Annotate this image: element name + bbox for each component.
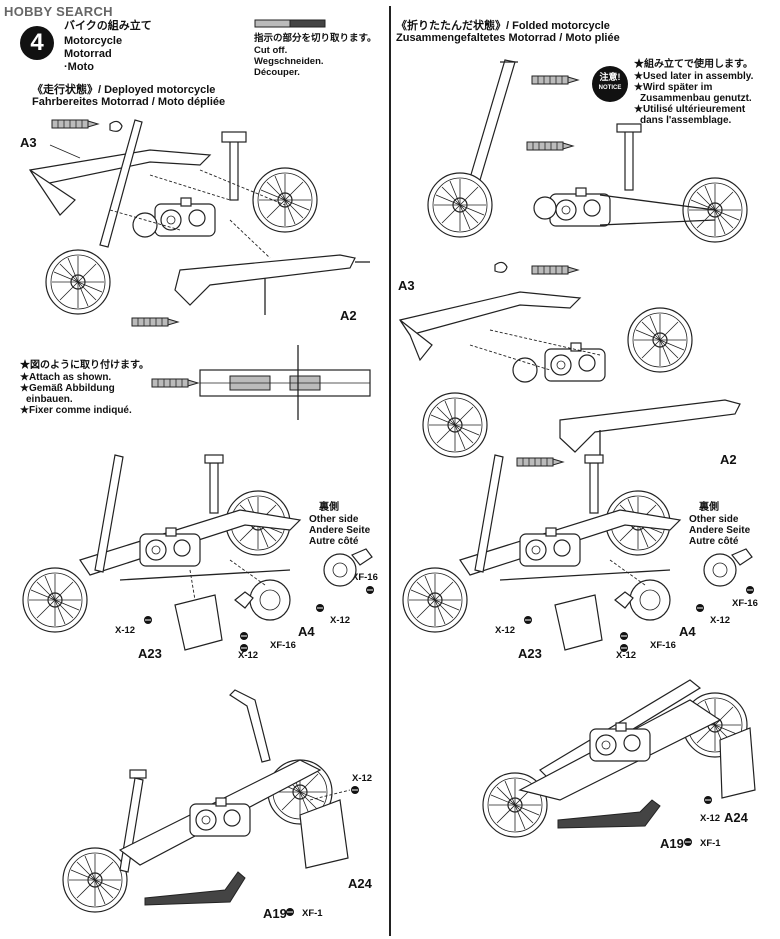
part-label-x12-bottom-right: X-12 [700, 813, 721, 824]
deployed-motorcycle-exploded [28, 119, 370, 327]
attach-note-de1: ★Gemäß Abbildung [20, 383, 115, 394]
part-label-xf16-right-a: XF-16 [650, 640, 676, 651]
notice-text-de2: Zusammenbau genutzt. [640, 93, 752, 104]
notice-text-fr1: ★Utilisé ultérieurement [634, 104, 746, 115]
part-label-xf16-left-a: XF-16 [270, 640, 296, 651]
part-label-x12-left-b: X-12 [238, 650, 259, 661]
folded-motorcycle-exploded [399, 59, 748, 467]
part-label-xf16-left-b: XF-16 [352, 572, 378, 583]
notice-text-de1: ★Wird später im [634, 82, 713, 93]
cut-note-fr: Découper. [254, 67, 300, 78]
step-title-de: Motorrad [64, 48, 112, 60]
cut-off-illustration [254, 19, 326, 28]
cut-note-en: Cut off. [254, 45, 288, 56]
step-title-fr: ·Moto [64, 61, 94, 73]
notice-text-jp: ★組み立てで使用します。 [634, 59, 753, 70]
folded-heading: 《折りたたんだ状態》/ Folded motorcycle [396, 20, 610, 32]
attach-note-de2: einbauen. [26, 394, 73, 405]
other-side-fr-left: Autre côté [309, 536, 359, 547]
attach-note-fr: ★Fixer comme indiqué. [20, 405, 132, 416]
other-side-en-right: Other side [689, 514, 739, 525]
part-label-x12-right-b: X-12 [616, 650, 637, 661]
other-side-en-left: Other side [309, 514, 359, 525]
part-label-xf1-left: XF-1 [302, 908, 323, 919]
middle-right-assembly [402, 454, 755, 653]
part-label-x12-right-a: X-12 [495, 625, 516, 636]
part-label-a3-left: A3 [20, 135, 37, 150]
notice-text-fr2: dans l'assemblage. [640, 115, 732, 126]
bottom-right-assembly [482, 679, 756, 847]
attach-detail [151, 345, 371, 420]
part-label-a24-right: A24 [724, 810, 748, 825]
cut-note-de: Wegschneiden. [254, 56, 324, 67]
part-label-a19-right: A19 [660, 836, 684, 851]
watermark: HOBBY SEARCH [4, 4, 113, 19]
other-side-fr-right: Autre côté [689, 536, 739, 547]
other-side-de-right: Andere Seite [689, 525, 751, 536]
part-label-a19-left: A19 [263, 906, 287, 921]
notice-text-en: ★Used later in assembly. [634, 71, 754, 82]
bottom-left-assembly [62, 689, 360, 917]
middle-left-assembly [22, 454, 375, 653]
attach-note-en: ★Attach as shown. [20, 372, 112, 383]
part-label-a2-right: A2 [720, 452, 737, 467]
column-divider [389, 6, 391, 936]
cut-note-jp: 指示の部分を切り取ります。 [254, 33, 377, 44]
part-label-x12-right-c: X-12 [710, 615, 731, 626]
other-side-jp-left: 裏側 [319, 502, 339, 513]
part-label-a24-left: A24 [348, 876, 372, 891]
part-label-a4-right: A4 [679, 624, 696, 639]
part-label-xf1-right: XF-1 [700, 838, 721, 849]
step-title-jp: バイクの組み立て [64, 20, 152, 32]
attach-note-jp: ★図のように取り付けます。 [20, 360, 149, 371]
other-side-jp-right: 裏側 [699, 502, 719, 513]
folded-subheading: Zusammengefaltetes Motorrad / Moto pliée [396, 32, 620, 44]
deployed-subheading: Fahrbereites Motorrad / Moto dépliée [32, 96, 226, 108]
part-label-a4-left: A4 [298, 624, 315, 639]
part-label-a23-right: A23 [518, 646, 542, 661]
notice-badge-jp: 注意! [599, 72, 621, 82]
part-label-a23-left: A23 [138, 646, 162, 661]
deployed-heading: 《走行状態》/ Deployed motorcycle [32, 84, 216, 96]
part-label-x12-left-c: X-12 [330, 615, 351, 626]
part-label-xf16-right-b: XF-16 [732, 598, 758, 609]
part-label-x12-left-a: X-12 [115, 625, 136, 636]
step-title-en: Motorcycle [64, 35, 123, 47]
part-label-a2-left: A2 [340, 308, 357, 323]
other-side-de-left: Andere Seite [309, 525, 371, 536]
notice-badge-en: NOTICE [598, 85, 622, 91]
step-number-badge: 4 [20, 26, 54, 60]
part-label-a3-right: A3 [398, 278, 415, 293]
part-label-x12-bottom-left: X-12 [352, 773, 373, 784]
notice-badge: 注意! NOTICE [592, 66, 628, 102]
